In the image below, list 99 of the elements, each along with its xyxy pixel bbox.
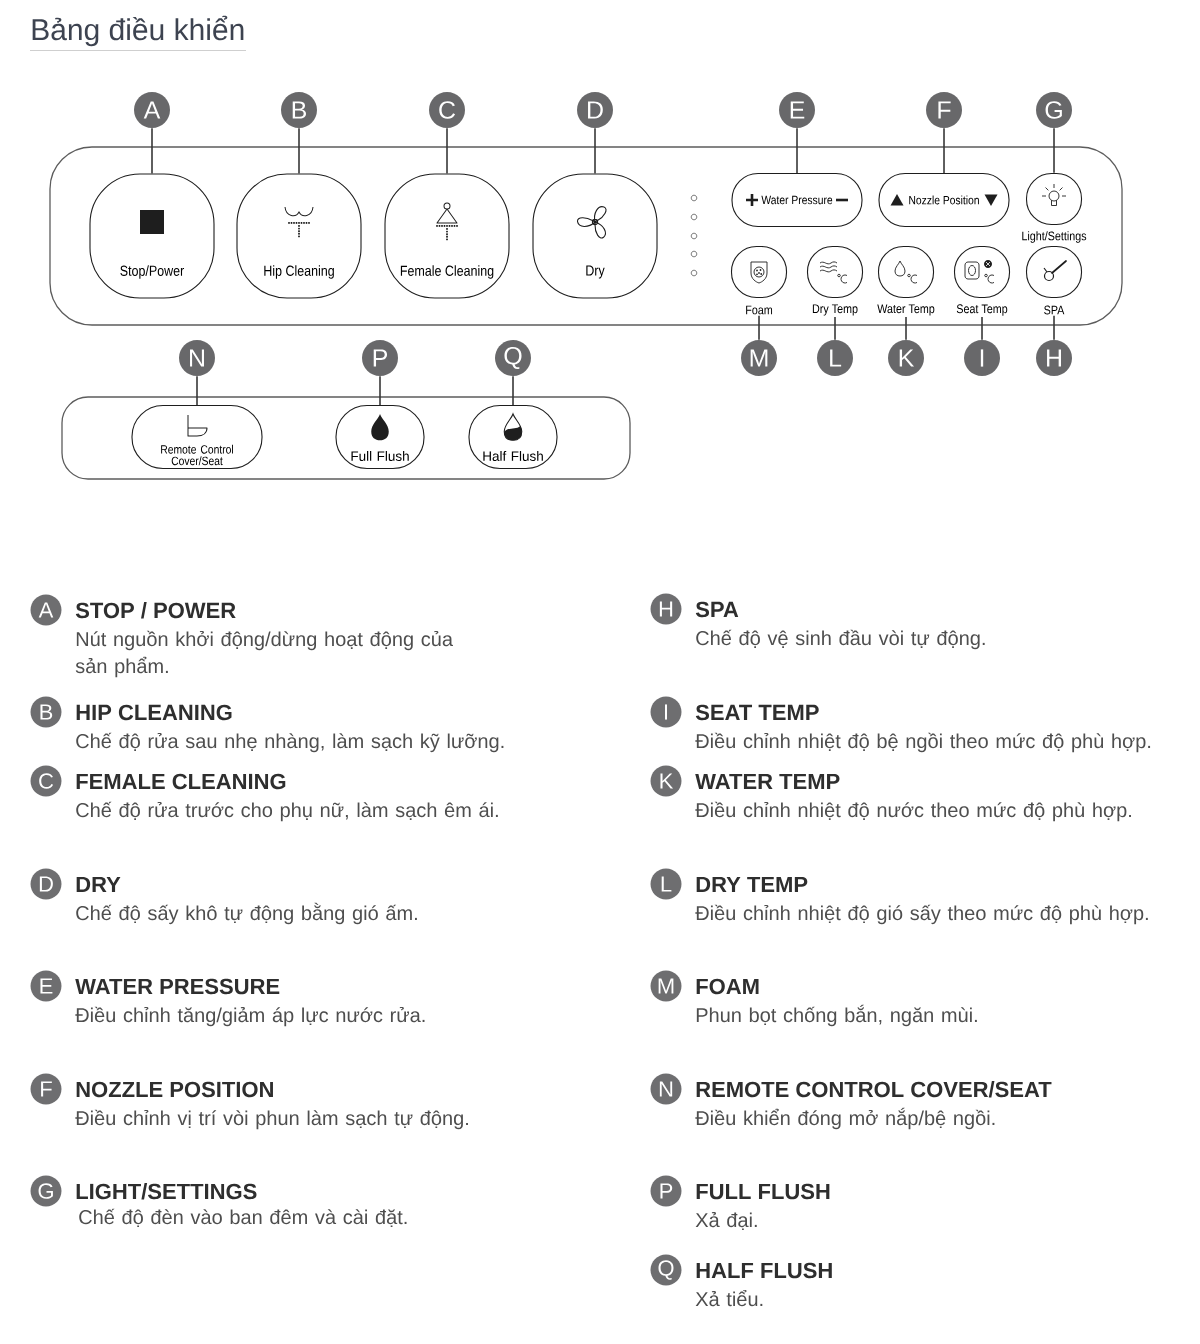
item-heading: HALF FLUSH	[696, 1262, 832, 1279]
item-description: Xả tiểu.	[695, 1289, 763, 1307]
letter-badge: A	[30, 594, 62, 626]
item-description: Chế độ đèn vào ban đêm và cài đặt.	[79, 1208, 407, 1228]
item-heading: LIGHT/SETTINGS	[76, 1183, 257, 1200]
leader-line	[196, 375, 198, 406]
letter-badge: D	[30, 868, 62, 900]
pill-button: Half Flush	[468, 404, 558, 470]
node-label: SPA	[1044, 305, 1065, 315]
letter-badge: F	[30, 1073, 62, 1105]
item-heading: WATER PRESSURE	[75, 978, 280, 995]
item-heading: DRY	[76, 876, 121, 892]
item-heading: STOP / POWER	[75, 602, 236, 619]
round-button: Dry Temp	[806, 245, 864, 316]
round-button: Water Temp	[877, 245, 935, 316]
item-heading: FULL FLUSH	[696, 1183, 830, 1200]
item-description: Chế độ rửa trước cho phụ nữ, làm sạch êm ái.	[76, 801, 498, 822]
round-button: Seat Temp	[953, 245, 1011, 316]
item-heading: DRY TEMP	[696, 876, 808, 892]
letter-badge: N	[650, 1073, 682, 1105]
callout-letter: D	[577, 92, 613, 128]
letter-badge: P	[650, 1175, 682, 1207]
leader-line	[298, 127, 300, 175]
leader-line	[151, 127, 153, 175]
item-description: Điều chỉnh tăng/giảm áp lực nước rửa.	[75, 1006, 425, 1027]
round-button: Dry	[532, 173, 658, 299]
item-description: Chế độ vệ sinh đầu vòi tự động.	[696, 629, 985, 650]
leader-line	[758, 314, 760, 341]
item-description: Điều chỉnh nhiệt độ gió sấy theo mức độ phù hợp.	[695, 904, 1148, 925]
callout-letter: M	[741, 340, 777, 376]
item-description: Xả đại.	[695, 1212, 757, 1231]
leader-line	[512, 375, 514, 406]
item-heading: FOAM	[696, 978, 759, 995]
letter-badge: C	[30, 765, 62, 797]
callout-letter: L	[817, 340, 853, 376]
leader-line	[1053, 315, 1055, 341]
letter-badge: L	[650, 868, 682, 900]
leader-line	[594, 127, 596, 175]
leader-line	[796, 127, 798, 174]
item-heading: REMOTE CONTROL COVER/SEAT	[696, 1081, 1052, 1098]
item-heading: WATER TEMP	[695, 773, 840, 789]
letter-badge: Q	[650, 1254, 682, 1286]
letter-badge: B	[30, 696, 62, 728]
callout-letter: Q	[495, 340, 531, 376]
leader-line	[1053, 127, 1055, 174]
callout-letter: K	[888, 340, 924, 376]
callout-letter: F	[926, 92, 962, 128]
round-button: Hip Cleaning	[236, 173, 362, 299]
node-label: Seat Temp	[956, 304, 1008, 316]
item-description: Điều chỉnh nhiệt độ nước theo mức độ phù hợp.	[695, 801, 1131, 822]
item-description: Nút nguồn khởi động/dừng hoạt động của sản phẩm.	[75, 630, 453, 678]
callout-letter: G	[1036, 92, 1072, 128]
callout-letter: H	[1036, 340, 1072, 376]
title: Bảng điều khiển	[32, 15, 244, 47]
round-button: SPA	[1025, 245, 1083, 315]
control-panel	[49, 146, 1123, 326]
node-label: Light/Settings	[1022, 231, 1087, 243]
item-heading: SEAT TEMP	[695, 704, 819, 721]
letter-badge: G	[30, 1175, 62, 1207]
callout-letter: A	[134, 92, 170, 128]
round-button: Light/Settings	[1022, 172, 1087, 243]
callout-letter: P	[362, 340, 398, 376]
pill-button: Water Pressure	[731, 172, 863, 228]
letter-badge: H	[650, 593, 682, 625]
item-description: Điều chỉnh vị trí vòi phun làm sạch tự động.	[75, 1109, 468, 1130]
letter-badge: K	[650, 765, 682, 797]
letter-badge: E	[30, 970, 62, 1002]
callout-letter: C	[429, 92, 465, 128]
callout-letter: I	[964, 340, 1000, 376]
round-button: Foam	[730, 245, 788, 315]
leader-line	[943, 127, 945, 174]
callout-letter: E	[779, 92, 815, 128]
item-heading: SPA	[695, 601, 739, 618]
item-description: Chế độ sấy khô tự động bằng gió ấm.	[76, 902, 417, 925]
callout-letter: B	[281, 92, 317, 128]
letter-badge: M	[650, 970, 682, 1002]
item-description: Phun bọt chống bắn, ngăn mùi.	[696, 1004, 977, 1027]
remote-panel	[61, 396, 631, 480]
node-label: Water Temp	[877, 304, 935, 316]
item-heading: HIP CLEANING	[76, 704, 232, 721]
leader-line	[834, 316, 836, 341]
callout-letter: N	[179, 340, 215, 376]
pill-button: Remote Control Cover/Seat	[131, 404, 263, 470]
item-description: Điều chỉnh nhiệt độ bệ ngồi theo mức độ phù hợp.	[695, 732, 1151, 753]
leader-line	[379, 375, 381, 406]
leader-line	[905, 316, 907, 341]
item-description: Chế độ rửa sau nhẹ nhàng, làm sạch kỹ lưỡng.	[76, 732, 504, 753]
pill-button: Nozzle Position	[878, 172, 1010, 228]
item-heading: NOZZLE POSITION	[76, 1081, 273, 1098]
leader-line	[981, 316, 983, 341]
letter-badge: I	[650, 696, 682, 728]
item-heading: FEMALE CLEANING	[76, 773, 286, 790]
pill-button: Full Flush	[335, 404, 425, 470]
round-button: Female Cleaning	[384, 173, 510, 299]
item-description: Điều khiển đóng mở nắp/bệ ngồi.	[695, 1107, 995, 1130]
round-button: Stop/Power	[89, 173, 215, 299]
leader-line	[446, 127, 448, 175]
node-label: Dry Temp	[812, 304, 858, 316]
node-label: Foam	[746, 305, 773, 315]
